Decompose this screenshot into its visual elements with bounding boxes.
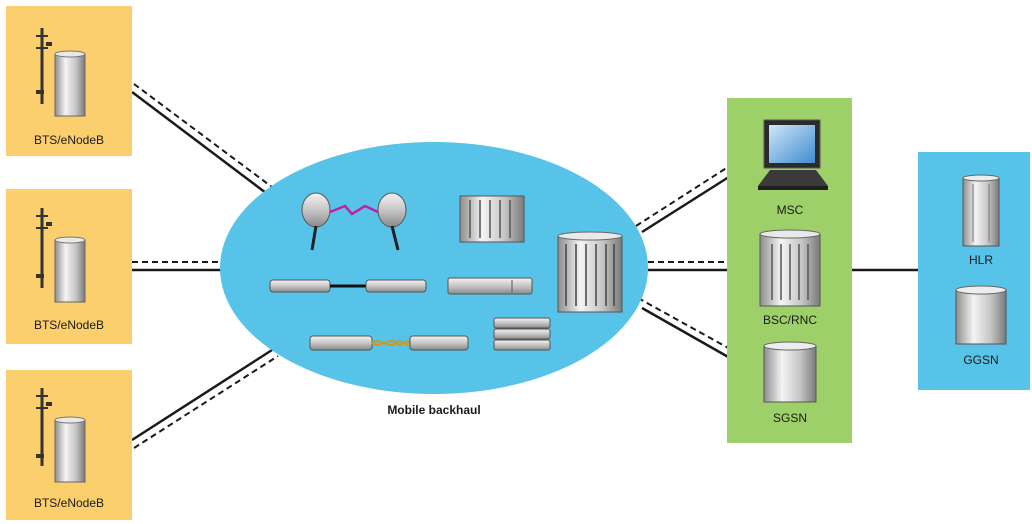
link-backhaul-msc-dashed <box>635 166 729 227</box>
antenna-tower-icon <box>36 28 52 104</box>
bsc-rack-icon <box>759 229 821 307</box>
ggsn-server-icon <box>955 285 1007 345</box>
ggsn-label: GGSN <box>963 353 998 367</box>
modem-icon <box>447 277 533 295</box>
antenna-tower-icon <box>36 388 52 466</box>
link-backhaul-sgsn <box>641 306 731 360</box>
fiber-link-pair-icon <box>309 335 469 351</box>
link-bts3-backhaul-dashed <box>133 355 279 449</box>
computer-icon <box>758 119 828 190</box>
microwave-dish-icon <box>301 192 407 251</box>
cabinet-icon <box>54 236 86 303</box>
link-backhaul-msc <box>641 173 733 234</box>
sgsn-label: SGSN <box>773 411 807 425</box>
sgsn-server-icon <box>763 341 817 403</box>
hlr-label: HLR <box>969 253 993 267</box>
bts-label: BTS/eNodeB <box>34 496 104 510</box>
core-network-box: MSC BSC/RNC SGSN <box>727 98 852 443</box>
hlr-server-icon <box>962 174 1000 247</box>
bts-site-1: BTS/eNodeB <box>6 6 132 156</box>
connection-lines <box>131 83 920 449</box>
bts-site-2: BTS/eNodeB <box>6 189 132 344</box>
link-bts1-backhaul-dashed <box>133 83 277 191</box>
backhaul-label: Mobile backhaul <box>387 403 480 417</box>
msc-label: MSC <box>777 203 804 217</box>
cabinet-icon <box>54 50 86 117</box>
router-rack-icon <box>557 231 623 313</box>
bsc-label: BSC/RNC <box>763 313 817 327</box>
bts-label: BTS/eNodeB <box>34 318 104 332</box>
stacked-switch-icon <box>493 317 551 351</box>
switch-rack-icon <box>459 195 525 243</box>
bts-label: BTS/eNodeB <box>34 133 104 147</box>
link-bts3-backhaul <box>131 348 273 442</box>
cabinet-icon <box>54 416 86 483</box>
link-device-pair-icon <box>269 279 427 293</box>
antenna-tower-icon <box>36 208 52 288</box>
link-backhaul-sgsn-dashed <box>637 297 733 351</box>
mobile-backhaul: Mobile backhaul <box>220 142 648 417</box>
external-network-box: HLR GGSN <box>918 152 1030 390</box>
bts-site-3: BTS/eNodeB <box>6 370 132 520</box>
link-bts1-backhaul <box>131 91 271 197</box>
